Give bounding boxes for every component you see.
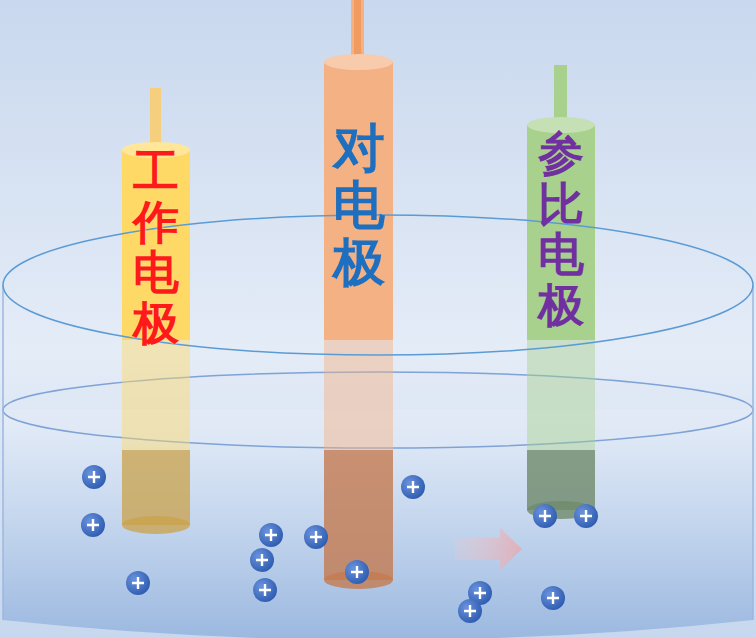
cation bbox=[533, 504, 557, 528]
plus-sign bbox=[539, 510, 551, 522]
plus-sign bbox=[310, 531, 322, 543]
cation bbox=[81, 513, 105, 537]
counter-electrode: 对电极 bbox=[333, 120, 385, 292]
plus-sign bbox=[256, 554, 268, 566]
cation bbox=[401, 475, 425, 499]
cation bbox=[250, 548, 274, 572]
cation bbox=[458, 599, 482, 623]
plus-sign bbox=[88, 471, 100, 483]
plus-sign bbox=[132, 577, 144, 589]
plus-sign bbox=[464, 605, 476, 617]
cation bbox=[253, 578, 277, 602]
cation bbox=[82, 465, 106, 489]
reference-electrode: 参比电极 bbox=[538, 128, 584, 330]
working-electrode-rod bbox=[122, 88, 190, 534]
cation bbox=[259, 523, 283, 547]
plus-sign bbox=[351, 566, 363, 578]
plus-sign bbox=[547, 592, 559, 604]
plus-sign bbox=[259, 584, 271, 596]
cation bbox=[126, 571, 150, 595]
cation-symbols bbox=[81, 465, 598, 623]
electrode-label: 参比电极 bbox=[538, 128, 584, 330]
plus-sign bbox=[265, 529, 277, 541]
plus-sign bbox=[580, 510, 592, 522]
counter-electrode-rod bbox=[324, 0, 393, 589]
plus-sign bbox=[474, 587, 486, 599]
reference-electrode-rod bbox=[527, 65, 595, 519]
flow-arrow bbox=[455, 528, 522, 570]
cation bbox=[345, 560, 369, 584]
cation bbox=[541, 586, 565, 610]
plus-sign bbox=[87, 519, 99, 531]
working-electrode: 工作电极 bbox=[133, 146, 179, 348]
cation bbox=[304, 525, 328, 549]
cation bbox=[574, 504, 598, 528]
plus-sign bbox=[407, 481, 419, 493]
electrode-label: 工作电极 bbox=[133, 146, 179, 348]
electrode-label: 对电极 bbox=[333, 120, 385, 292]
